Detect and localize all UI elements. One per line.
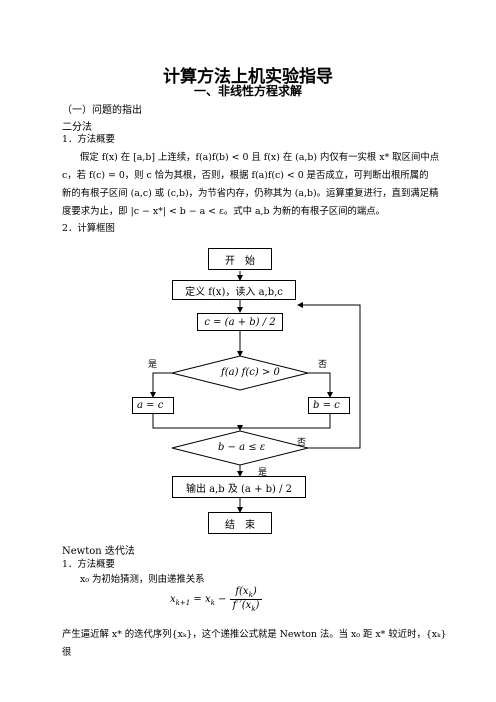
- newton-formula: xk+1 = xk − f(xk) f ′(xk): [170, 586, 263, 613]
- newton-paragraph-2: 产生逼近解 x* 的迭代序列{xₖ}，这个递推公式就是 Newton 法。当 x…: [62, 629, 447, 658]
- flow-define: 定义 f(x)，读入 a,b,c: [172, 280, 296, 300]
- formula-lhs-sub: k+1: [175, 599, 191, 607]
- newton-paragraph-1: x₀ 为初始猜测，则由递推关系: [80, 574, 205, 585]
- flow-assign-b: b = c: [308, 397, 350, 414]
- flow-output: 输出 a,b 及 (a + b) / 2: [172, 476, 306, 498]
- formula-mid: = x: [190, 594, 211, 605]
- flow-no-label-1: 否: [318, 360, 328, 370]
- flow-yes-label-2: 是: [258, 468, 268, 478]
- formula-denominator: f ′(xk): [232, 600, 260, 613]
- method-heading-bisection: 二分法: [62, 122, 92, 133]
- section-heading: （一）问题的指出: [62, 105, 142, 116]
- formula-lhs: x: [170, 594, 176, 605]
- flow-midpoint: c = (a + b) / 2: [197, 313, 283, 331]
- paragraph-line-3: 新的有根子区间 (a,c) 或 (c,b)，为节省内存，仍称其为 (a,b)。运…: [62, 188, 439, 199]
- formula-numerator: f(xk): [229, 586, 263, 600]
- paragraph-line-1: 假定 f(x) 在 [a,b] 上连续，f(a)f(b) < 0 且 f(x) …: [80, 152, 440, 163]
- flow-yes-label-1: 是: [148, 360, 158, 370]
- newton-item-overview: 1．方法概要: [62, 559, 115, 570]
- flow-no-label-2: 否: [297, 438, 307, 448]
- decision-diamond-1: [171, 355, 309, 391]
- paragraph-line-2: c，若 f(c) = 0，则 c 恰为其根，否则，根据 f(a)f(c) < 0…: [62, 170, 429, 181]
- paragraph-line-4: 度要求为止，即 |c − x*| < b − a < ε。式中 a,b 为新的有…: [62, 206, 386, 217]
- flow-start: 开 始: [208, 248, 272, 270]
- formula-mid-sub: k: [210, 599, 215, 607]
- method-heading-newton: Newton 迭代法: [62, 546, 135, 557]
- item-overview: 1．方法概要: [62, 134, 115, 145]
- formula-minus: −: [214, 594, 230, 605]
- flow-condition-2: b − a ≤ ε: [218, 442, 266, 453]
- flow-assign-a: a = c: [132, 397, 174, 414]
- formula-fraction: f(xk) f ′(xk): [229, 586, 263, 613]
- item-flowchart: 2．计算框图: [62, 223, 115, 234]
- decision-diamond-2: [171, 430, 309, 466]
- page-title: 计算方法上机实验指导: [163, 67, 333, 87]
- section-subtitle: 一、非线性方程求解: [193, 84, 302, 98]
- flow-end: 结 束: [208, 512, 272, 534]
- flow-condition-1: f(a) f(c) > 0: [221, 367, 280, 378]
